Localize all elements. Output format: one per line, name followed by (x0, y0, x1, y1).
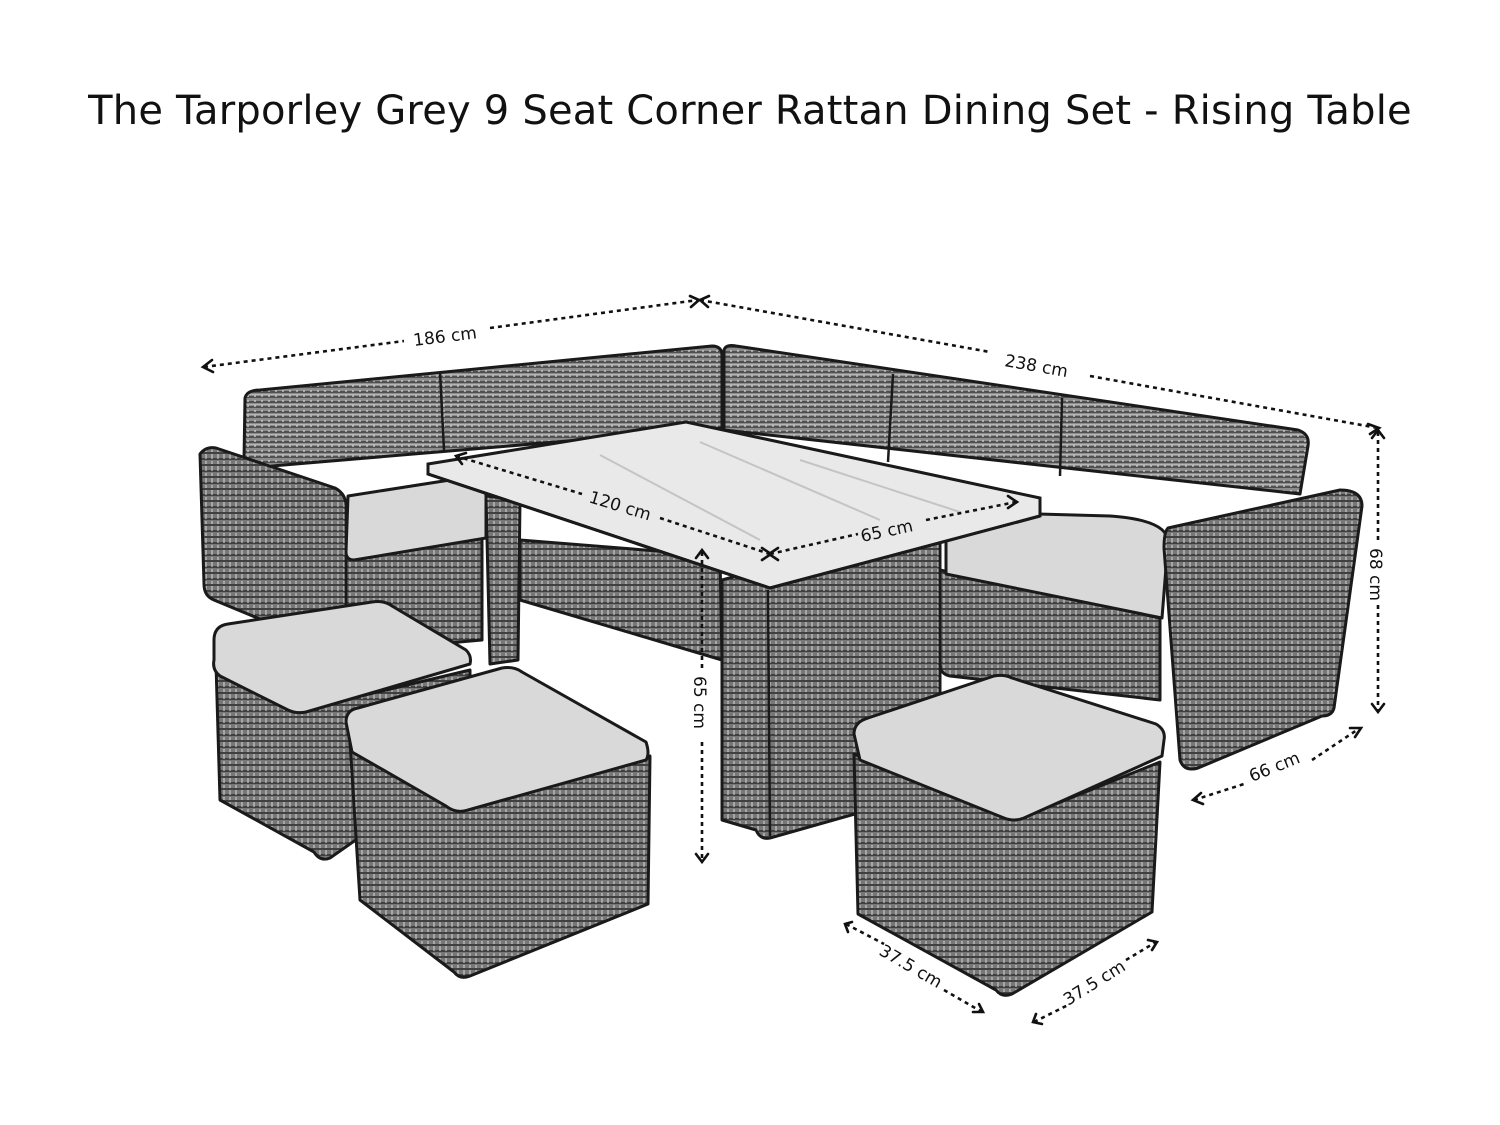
dim-sofa-depth: 66 cm (1246, 748, 1303, 786)
page-title: The Tarporley Grey 9 Seat Corner Rattan … (88, 88, 1412, 134)
stool-front-left-cushion (344, 666, 650, 813)
stool-front-left (344, 666, 652, 979)
stool-front-right (852, 673, 1166, 997)
stool-front-right-cushion (852, 673, 1166, 822)
dim-sofa-right-length: 238 cm (1003, 351, 1069, 382)
sofa-right-arm (1162, 488, 1364, 771)
sofa-right-backrest (722, 344, 1310, 496)
stool-back-left-cushion (212, 600, 472, 715)
dim-sofa-height: 68 cm (1365, 548, 1385, 601)
table-rear-leg (484, 494, 522, 666)
dim-stool-depth: 37.5 cm (1060, 957, 1129, 1011)
sofa-left-arm (198, 446, 348, 650)
corner-sofa (198, 344, 1364, 771)
dim-sofa-left-length: 186 cm (412, 323, 478, 351)
dim-table-height: 65 cm (689, 676, 709, 729)
